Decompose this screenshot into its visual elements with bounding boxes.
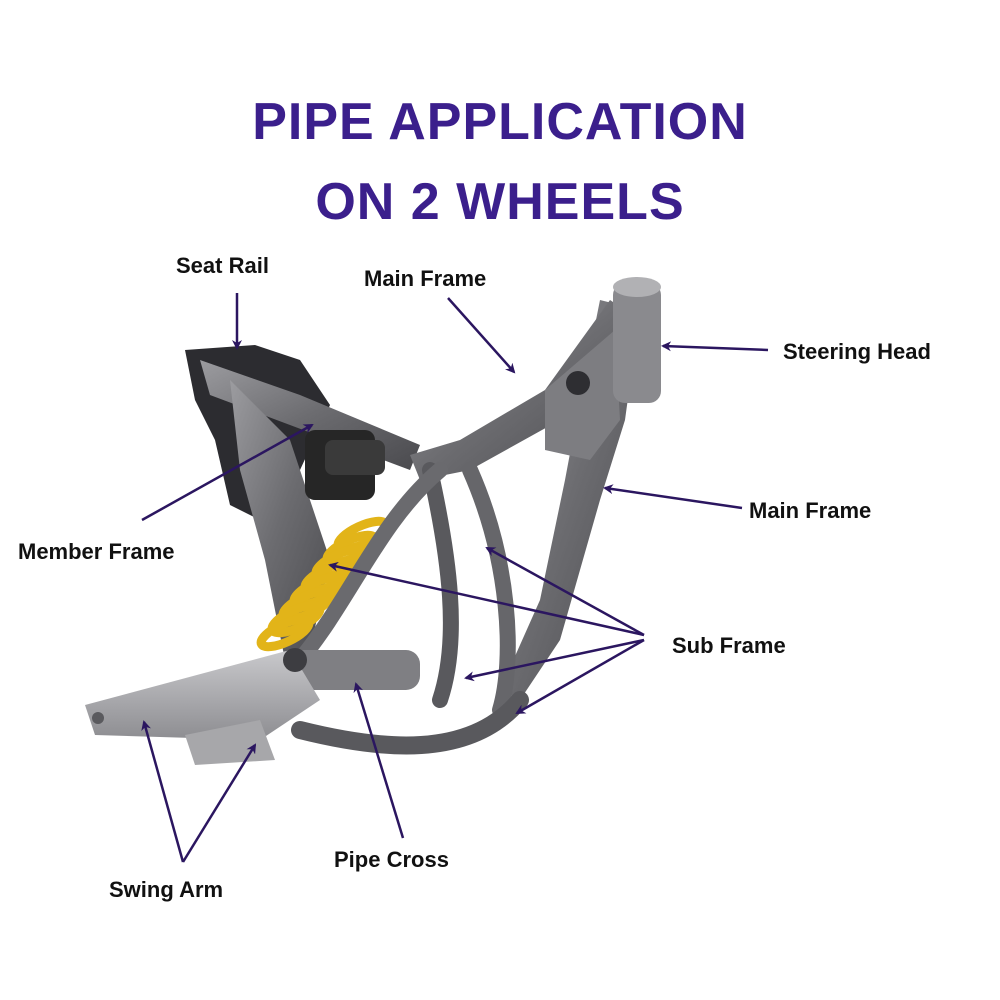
- spring-coil: [256, 614, 314, 652]
- arrow-main-frame-right: [603, 484, 743, 510]
- label-pipe-cross: Pipe Cross: [334, 847, 449, 872]
- label-sub-frame: Sub Frame: [672, 633, 786, 658]
- axle-hole: [92, 712, 104, 724]
- label-seat-rail: Seat Rail: [176, 253, 269, 278]
- shock-reservoir: [325, 440, 385, 475]
- arrow-steering-head: [661, 341, 769, 352]
- arrow-member-frame: [141, 423, 314, 522]
- arrow-sub-frame-4: [515, 638, 645, 715]
- label-member-frame: Member Frame: [18, 539, 175, 564]
- label-main-frame-right: Main Frame: [749, 498, 872, 523]
- main-frame-gusset: [545, 330, 620, 460]
- label-steering-head: Steering Head: [783, 339, 931, 364]
- arrow-pipe-cross: [353, 682, 405, 839]
- lower-cradle-pipe: [291, 691, 529, 755]
- gusset-hole: [566, 371, 590, 395]
- pipe-cross-shape: [290, 650, 420, 690]
- label-swing-arm: Swing Arm: [109, 877, 224, 902]
- title-line-2: ON 2 WHEELS: [315, 173, 685, 231]
- frame-illustration: [85, 277, 661, 765]
- title-line-1: PIPE APPLICATION: [252, 93, 748, 151]
- arrow-sub-frame-1: [328, 561, 645, 637]
- steering-head-top: [613, 277, 661, 297]
- main-frame-beam: [410, 300, 640, 480]
- arrow-main-frame-top: [447, 297, 516, 374]
- arrow-sub-frame-3: [464, 638, 645, 682]
- arrow-swing-arm-1: [141, 720, 185, 863]
- swing-arm-shape: [85, 650, 320, 740]
- shock-spring: [256, 516, 391, 652]
- callout-arrows: [141, 293, 769, 863]
- label-main-frame-top: Main Frame: [364, 266, 487, 291]
- arrow-swing-arm-2: [181, 743, 257, 863]
- swing-arm-pivot: [283, 648, 307, 672]
- sub-frame-pipe-1: [422, 462, 459, 708]
- steering-head-tube: [613, 283, 661, 403]
- down-tube-pipe: [292, 462, 448, 668]
- arrow-sub-frame-2: [485, 546, 645, 637]
